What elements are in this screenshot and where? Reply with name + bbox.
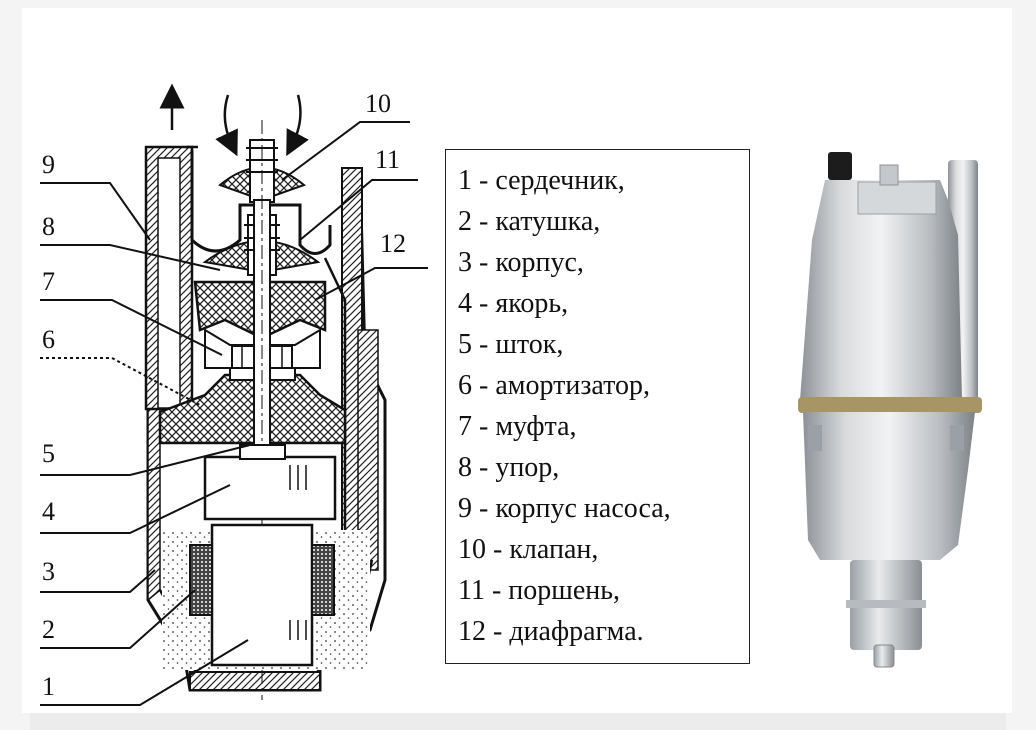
- bottom-strip: [30, 713, 1006, 730]
- callout-8: 8: [42, 212, 55, 241]
- callout-7: 7: [42, 267, 55, 296]
- legend-item-10: 10 - клапан,: [458, 534, 599, 565]
- legend-item-11: 11 - поршень,: [458, 575, 621, 606]
- callout-leader-lines: [40, 121, 428, 706]
- legend-item-3: 3 - корпус,: [458, 247, 584, 278]
- callout-3: 3: [42, 557, 55, 586]
- callout-12: 12: [380, 229, 406, 258]
- legend-item-6: 6 - амортизатор,: [458, 370, 650, 401]
- callout-2: 2: [42, 615, 55, 644]
- legend-item-7: 7 - муфта,: [458, 411, 577, 442]
- legend-item-1: 1 - сердечник,: [458, 165, 625, 196]
- callout-6: 6: [42, 325, 55, 354]
- pump-photo: [798, 152, 982, 668]
- armature-4: [203, 444, 337, 521]
- parts-legend: 1 - сердечник, 2 - катушка, 3 - корпус, …: [445, 149, 750, 664]
- legend-item-5: 5 - шток,: [458, 329, 564, 360]
- callout-4: 4: [42, 497, 55, 526]
- core-and-coil: [162, 523, 370, 670]
- legend-item-8: 8 - упор,: [458, 452, 560, 483]
- callout-10: 10: [365, 89, 391, 118]
- legend-item-12: 12 - диафрагма.: [458, 616, 644, 647]
- legend-item-2: 2 - катушка,: [458, 206, 601, 237]
- callout-1: 1: [42, 672, 55, 701]
- callout-11: 11: [375, 145, 400, 174]
- legend-item-9: 9 - корпус насоса,: [458, 493, 671, 524]
- flow-arrows: [159, 83, 309, 157]
- callout-5: 5: [42, 439, 55, 468]
- legend-item-4: 4 - якорь,: [458, 288, 569, 319]
- callout-9: 9: [42, 150, 55, 179]
